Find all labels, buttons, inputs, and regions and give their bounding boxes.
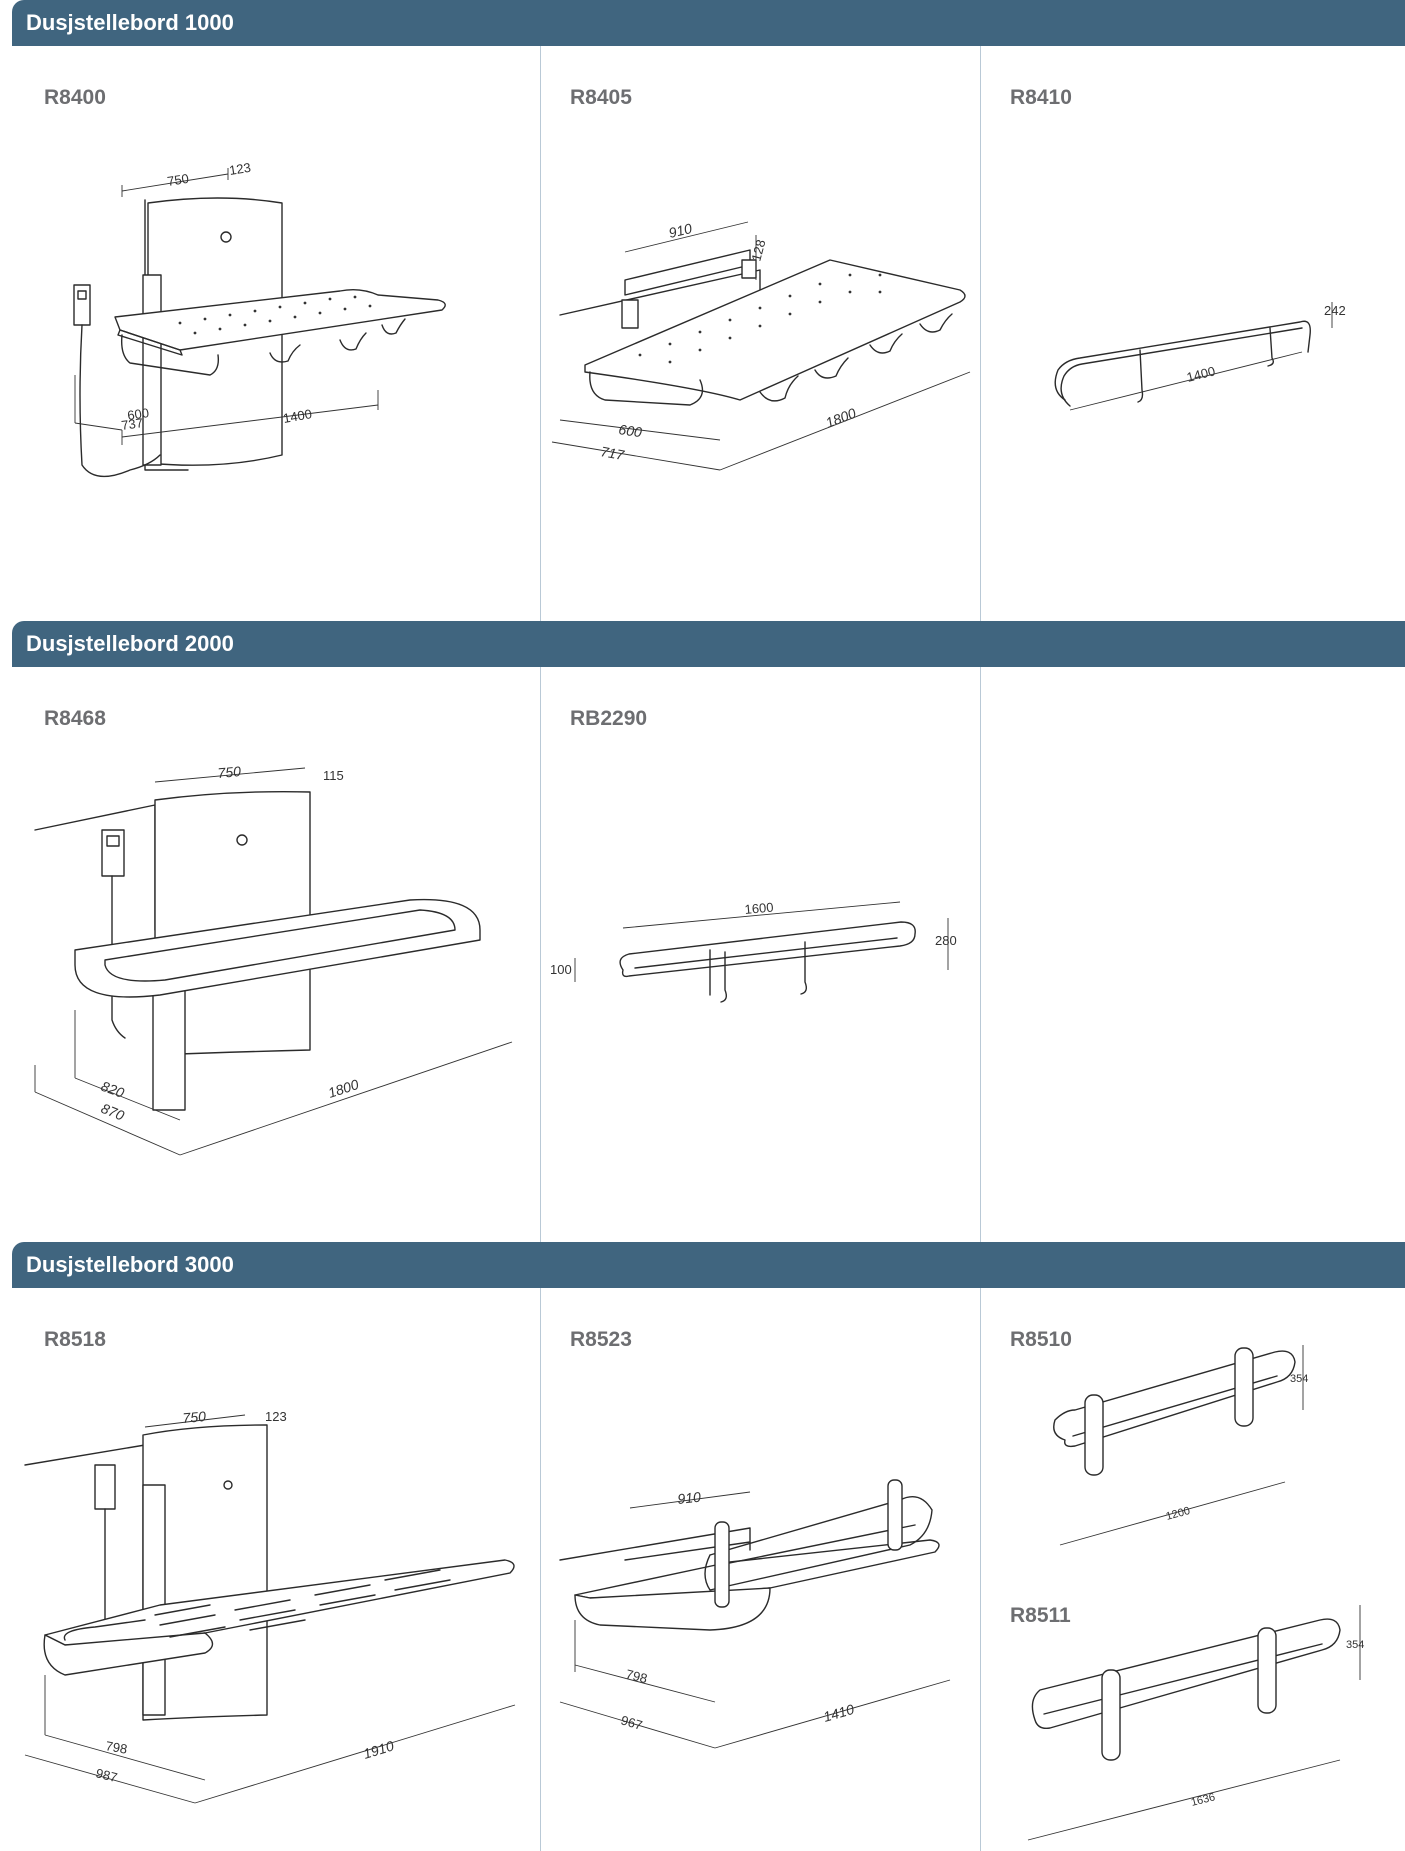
dim-label: 1400 [282, 406, 313, 426]
product-code: R8518 [44, 1328, 106, 1351]
product-drawing-rb2290: 1600 280 100 [550, 900, 957, 1010]
dim-label: 1200 [1165, 1505, 1192, 1523]
dim-label: 354 [1346, 1639, 1364, 1651]
product-code: R8400 [44, 86, 106, 109]
product-drawing-r8510: 354 1200 [1045, 1340, 1308, 1555]
dim-label: 870 [99, 1100, 127, 1124]
dim-label: 1910 [361, 1737, 396, 1761]
product-code: R8510 [1010, 1328, 1072, 1351]
product-code: RB2290 [570, 707, 648, 730]
dim-label: 798 [104, 1738, 128, 1757]
dim-label: 1400 [1185, 363, 1217, 385]
dim-label: 750 [166, 171, 190, 189]
dim-label: 100 [550, 962, 572, 977]
dim-label: 717 [599, 443, 626, 463]
column-divider [540, 667, 541, 1242]
dim-label: 123 [228, 160, 252, 178]
product-code: R8405 [570, 86, 632, 109]
section-header: Dusjstellebord 2000 [12, 621, 1405, 667]
dim-label: 354 [1290, 1373, 1308, 1385]
dim-label: 820 [99, 1078, 127, 1101]
product-code: R8468 [44, 707, 106, 730]
dim-label: 750 [217, 763, 242, 781]
product-code: R8511 [1010, 1604, 1071, 1627]
dim-label: 737 [120, 415, 144, 433]
dim-label: 242 [1324, 303, 1346, 318]
column-divider [540, 1288, 541, 1851]
dim-label: 280 [935, 933, 957, 948]
dim-label: 910 [677, 1489, 702, 1507]
dim-label: 798 [624, 1666, 649, 1686]
column-divider [980, 46, 981, 621]
product-code: R8523 [570, 1328, 632, 1351]
product-drawing-r8468: 750 115 820 870 1800 [30, 763, 530, 1170]
dim-label: 987 [94, 1765, 119, 1785]
product-drawing-r8410: 242 1400 [1040, 290, 1346, 430]
dim-label: 967 [619, 1712, 644, 1732]
section-header: Dusjstellebord 3000 [12, 1242, 1405, 1288]
dim-label: 910 [667, 220, 694, 241]
column-divider [540, 46, 541, 621]
dim-label: 128 [748, 238, 768, 263]
dim-label: 123 [265, 1409, 287, 1424]
dim-label: 115 [323, 768, 344, 783]
column-divider [980, 1288, 981, 1851]
dim-label: 1636 [1190, 1791, 1217, 1809]
product-drawing-r8400: 750 123 1400 600 737 [60, 160, 460, 535]
product-code: R8410 [1010, 86, 1072, 109]
dim-label: 600 [126, 405, 150, 423]
dim-label: 1800 [823, 405, 858, 431]
dim-label: 1410 [821, 1701, 856, 1725]
product-drawing-r8511: 354 1636 [1020, 1600, 1364, 1850]
dim-label: 1800 [326, 1076, 361, 1101]
product-drawing-r8405: 910 128 600 717 1800 [560, 220, 980, 480]
dim-label: 750 [182, 1408, 207, 1426]
section-header: Dusjstellebord 1000 [12, 0, 1405, 46]
product-drawing-r8518: 750 123 798 987 1910 [25, 1408, 530, 1810]
dim-label: 600 [618, 421, 644, 440]
product-drawing-r8523: 910 798 967 1410 [560, 1480, 970, 1770]
dim-label: 1600 [744, 900, 774, 917]
column-divider [980, 667, 981, 1242]
